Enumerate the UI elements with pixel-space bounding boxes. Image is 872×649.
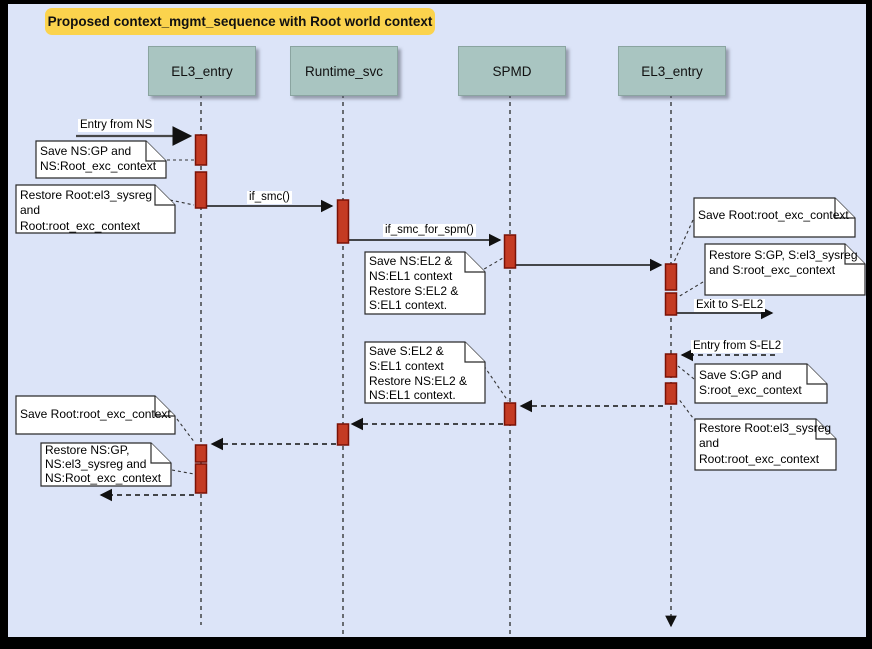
- message-label-if-smc: if_smc(): [247, 191, 292, 204]
- note-shape-restore-ns-gp: [40, 442, 172, 487]
- note-save-s-gp: Save S:GP and S:root_exc_context: [699, 368, 802, 398]
- diagram-lines-layer: [15, 94, 866, 637]
- note-shape-save-s-gp: [694, 363, 828, 404]
- activation-bar: [664, 382, 678, 405]
- message-label-exit-to-s-el2: Exit to S-EL2: [694, 299, 766, 312]
- note-connector: [171, 469, 195, 475]
- note-connector: [169, 199, 195, 206]
- note-shape-save-root-exc-right: [693, 197, 856, 238]
- actor-el3-entry-right: EL3_entry: [618, 46, 726, 96]
- note-save-s-el2: Save S:EL2 & S:EL1 context Restore NS:EL…: [369, 344, 468, 403]
- note-save-ns-el2: Save NS:EL2 & NS:EL1 context Restore S:E…: [369, 254, 459, 313]
- activation-bar: [664, 292, 678, 316]
- actor-label: Runtime_svc: [304, 63, 384, 79]
- message-label-entry-from-ns: Entry from NS: [78, 119, 155, 132]
- sequence-diagram-canvas: Proposed context_mgmt_sequence with Root…: [8, 4, 866, 637]
- actor-label: EL3_entry: [171, 63, 233, 79]
- note-restore-ns-gp: Restore NS:GP, NS:el3_sysreg and NS:Root…: [45, 443, 162, 485]
- note-connector: [478, 257, 504, 273]
- activation-bar: [194, 463, 208, 494]
- actor-runtime-svc: Runtime_svc: [290, 46, 398, 96]
- activation-bar: [194, 444, 208, 463]
- note-save-root-exc-left: Save Root:root_exc_context: [20, 407, 171, 421]
- activation-bar: [664, 263, 678, 291]
- note-connector: [176, 418, 196, 444]
- note-restore-root-el3-sysreg: Restore Root:el3_sysreg and Root:root_ex…: [20, 188, 153, 233]
- activation-bar: [336, 199, 350, 244]
- actor-label: EL3_entry: [641, 63, 703, 79]
- note-shape-restore-root-el3-sysreg-right: [694, 418, 837, 471]
- note-save-ns-gp: Save NS:GP and NS:Root_exc_context: [40, 144, 157, 174]
- note-shape-save-ns-gp: [35, 140, 167, 179]
- note-shape-save-ns-el2: [364, 251, 486, 315]
- diagram-title: Proposed context_mgmt_sequence with Root…: [45, 8, 435, 35]
- note-shape-restore-s-gp: [704, 243, 866, 296]
- note-shape-restore-root-el3-sysreg: [15, 184, 176, 234]
- activation-bar: [503, 234, 517, 269]
- note-connector: [677, 281, 704, 298]
- note-connector: [677, 365, 695, 380]
- message-label-if-smc-for-spm: if_smc_for_spm(): [383, 224, 476, 237]
- note-connector: [483, 365, 509, 402]
- note-connector: [673, 219, 694, 263]
- activation-bar: [194, 134, 208, 166]
- actor-el3-entry-left: EL3_entry: [148, 46, 256, 96]
- activation-bar: [194, 171, 208, 209]
- activation-bar: [336, 423, 350, 446]
- activation-bar: [503, 402, 517, 426]
- note-connector: [677, 397, 697, 423]
- note-shape-save-s-el2: [364, 341, 486, 404]
- message-label-entry-from-s-el2: Entry from S-EL2: [691, 340, 784, 353]
- actor-spmd: SPMD: [458, 46, 566, 96]
- note-save-root-exc-right: Save Root:root_exc_context: [698, 208, 849, 222]
- note-shape-save-root-exc-left: [15, 395, 176, 435]
- actor-label: SPMD: [492, 63, 532, 79]
- activation-bar: [664, 353, 678, 378]
- note-restore-root-right: Restore Root:el3_sysreg and Root:root_ex…: [699, 421, 832, 466]
- note-restore-s-gp: Restore S:GP, S:el3_sysreg and S:root_ex…: [709, 248, 858, 278]
